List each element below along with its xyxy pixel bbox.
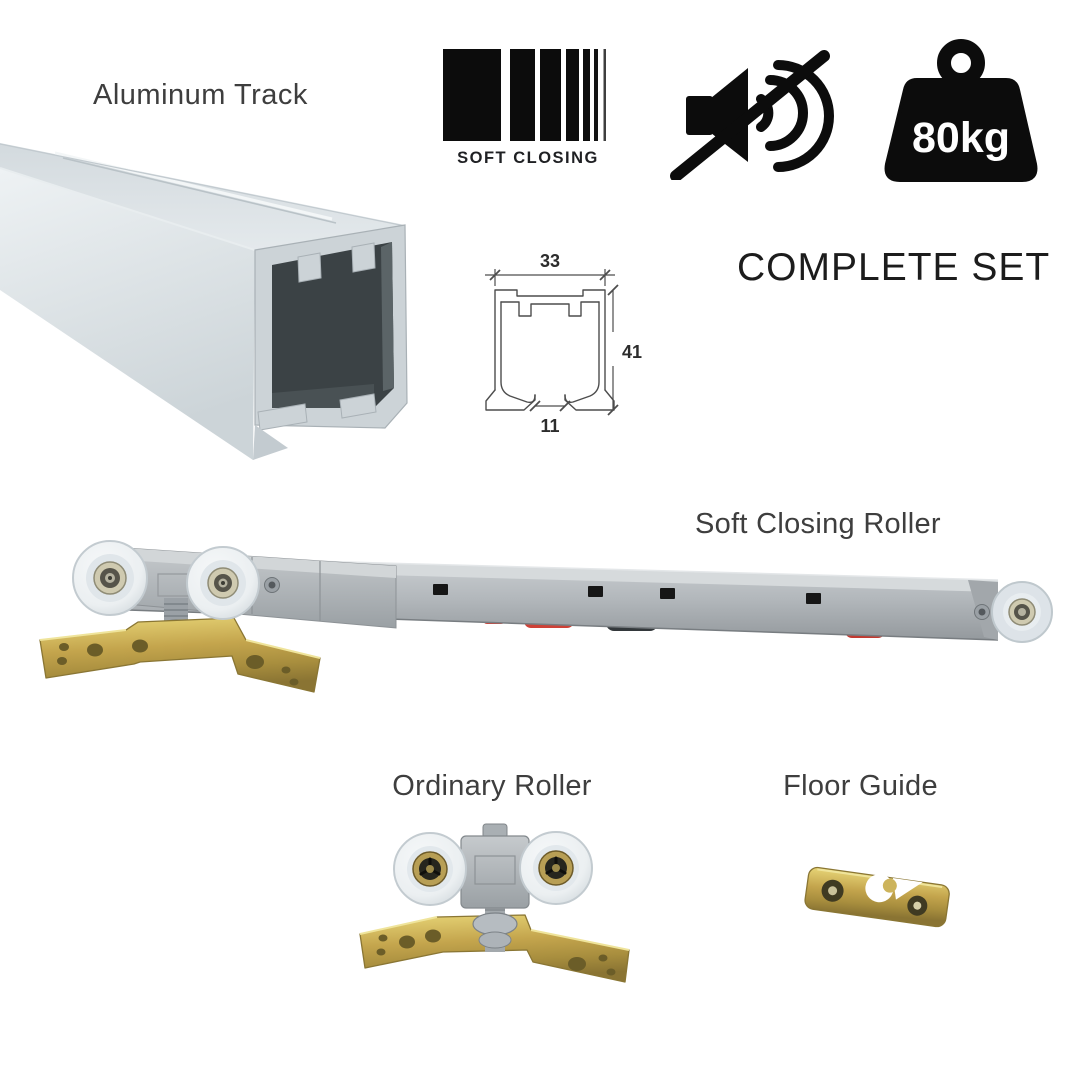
max-load-value: 80kg xyxy=(912,114,1010,162)
dim-height: 41 xyxy=(622,342,642,362)
complete-set-label: COMPLETE SET xyxy=(737,246,1051,289)
roller-wheels xyxy=(393,831,593,906)
floor-guide-photo xyxy=(804,866,950,928)
aluminum-track-label: Aluminum Track xyxy=(93,79,308,111)
hanger-bolt xyxy=(472,902,518,952)
aluminum-track-photo xyxy=(0,143,408,460)
bar-screw-holes xyxy=(264,577,990,620)
track-interior xyxy=(272,242,394,408)
track-cross-section-diagram: 33 41 11 xyxy=(485,251,642,436)
deceleration-bars-icon xyxy=(443,49,606,141)
soft-closing-badge: SOFT CLOSING xyxy=(443,49,613,168)
mounting-bracket xyxy=(39,617,321,693)
soft-closing-roller-photo xyxy=(39,540,1053,693)
roller-wheels xyxy=(72,540,1053,643)
track-front-face xyxy=(0,168,255,460)
soft-closing-badge-label: SOFT CLOSING xyxy=(457,149,599,167)
soft-closing-roller-label: Soft Closing Roller xyxy=(695,508,941,540)
bar-adjustment-holes xyxy=(433,584,821,604)
dim-bottom-gap: 11 xyxy=(540,416,559,436)
weight-icon: 80kg xyxy=(884,39,1038,182)
ordinary-roller-label: Ordinary Roller xyxy=(392,770,592,802)
track-top-face xyxy=(0,143,405,250)
ordinary-roller-photo xyxy=(359,823,630,983)
floor-guide-label: Floor Guide xyxy=(783,770,938,802)
dim-top-width: 33 xyxy=(540,251,560,271)
muted-speaker-icon xyxy=(670,50,834,180)
roller-housing xyxy=(460,823,530,909)
